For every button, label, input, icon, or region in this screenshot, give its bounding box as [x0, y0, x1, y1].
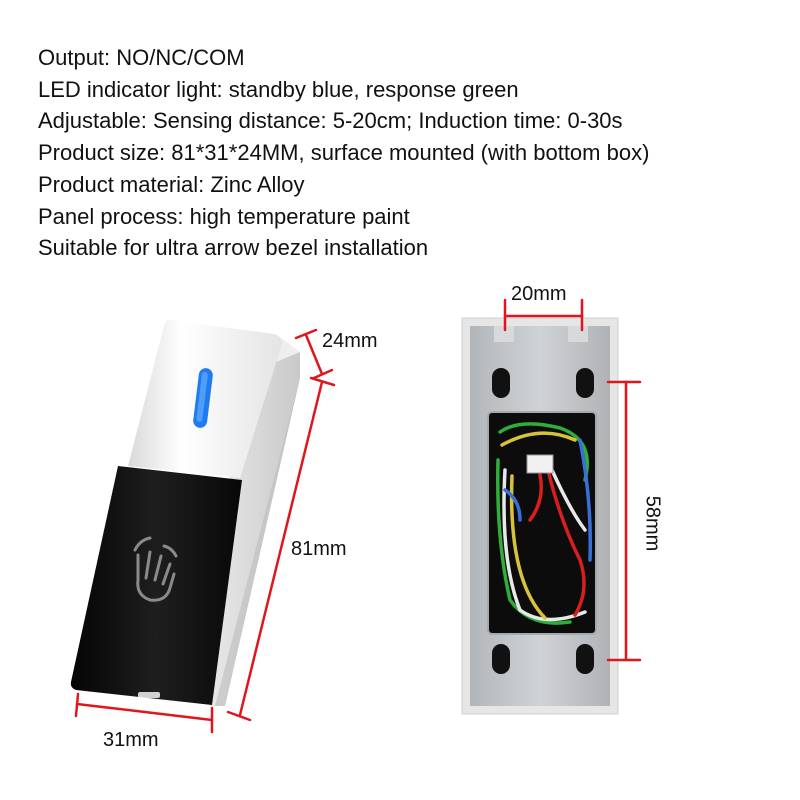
front-device	[70, 320, 300, 706]
spec-panel-process: Panel process: high temperature paint	[38, 203, 410, 229]
spec-output: Output: NO/NC/COM	[38, 45, 245, 70]
spec-led: LED indicator light: standby blue, respo…	[38, 76, 519, 102]
device-bottom-notch	[138, 692, 160, 698]
wire-bundle	[496, 422, 593, 625]
spec-size: Product size: 81*31*24MM, surface mounte…	[38, 140, 650, 166]
wire-connector	[526, 454, 554, 474]
device-black-panel	[70, 466, 242, 705]
device-side-shadow	[215, 378, 300, 706]
dim-31-line	[75, 702, 214, 722]
top-tab-left	[494, 326, 514, 342]
dim-81-line	[238, 380, 324, 717]
device-side-face	[210, 352, 300, 706]
dimension-lines	[74, 298, 642, 734]
hand-wave-icon	[133, 536, 178, 602]
spec-material: Product material: Zinc Alloy	[38, 171, 305, 197]
spec-list: Output: NO/NC/COM LED indicator light: s…	[38, 42, 649, 264]
back-plate	[461, 317, 619, 715]
spec-adjustable: Adjustable: Sensing distance: 5-20cm; In…	[38, 108, 623, 134]
mounting-hole-bottom-left	[492, 644, 510, 674]
wiring-cavity	[487, 411, 597, 635]
dim-24-line	[304, 333, 324, 376]
mounting-hole-top-left	[492, 368, 510, 398]
dim-81-tick-bottom	[226, 710, 252, 722]
dim-label-hole-horizontal: 20mm	[511, 283, 567, 305]
dim-label-height: 81mm	[291, 538, 347, 560]
dim-label-width: 31mm	[103, 729, 159, 751]
dim-label-depth: 24mm	[322, 330, 378, 352]
top-tab-right	[568, 326, 588, 342]
mounting-hole-top-right	[576, 368, 594, 398]
led-highlight	[196, 372, 208, 422]
dim-label-hole-vertical: 58mm	[641, 495, 664, 552]
spec-installation: Suitable for ultra arrow bezel installat…	[38, 235, 429, 261]
mounting-hole-bottom-right	[576, 644, 594, 674]
